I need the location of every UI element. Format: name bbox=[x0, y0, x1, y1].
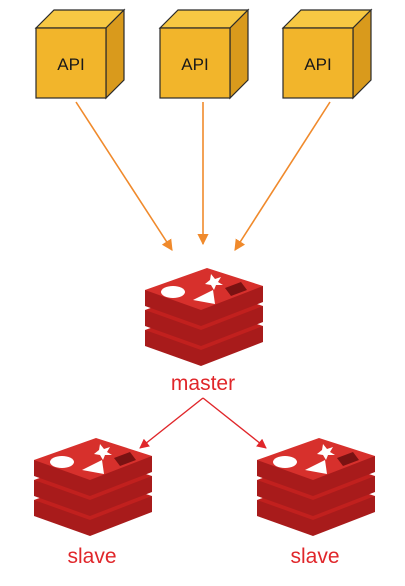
api-cube-icon bbox=[282, 9, 372, 99]
api-arrow-left bbox=[75, 101, 173, 251]
replication-arrow-right bbox=[202, 397, 267, 449]
redis-slave-left-node: slave bbox=[34, 438, 152, 568]
api-node-3: API bbox=[282, 9, 372, 99]
api-cube-icon bbox=[35, 9, 125, 99]
api-label-2: API bbox=[181, 55, 208, 74]
redis-master-node: master bbox=[145, 268, 263, 395]
api-node-2: API bbox=[159, 9, 249, 99]
redis-logo-icon bbox=[34, 438, 152, 536]
api-node-1: API bbox=[35, 9, 125, 99]
master-label: master bbox=[171, 372, 235, 395]
api-label-1: API bbox=[57, 55, 84, 74]
replication-arrow-left bbox=[139, 397, 204, 449]
slave-right-label: slave bbox=[290, 545, 339, 568]
api-cube-icon bbox=[159, 9, 249, 99]
api-arrow-right bbox=[234, 101, 331, 251]
slave-left-label: slave bbox=[67, 545, 116, 568]
redis-slave-right-node: slave bbox=[257, 438, 375, 568]
redis-logo-icon bbox=[257, 438, 375, 536]
api-label-3: API bbox=[304, 55, 331, 74]
redis-logo-icon bbox=[145, 268, 263, 366]
